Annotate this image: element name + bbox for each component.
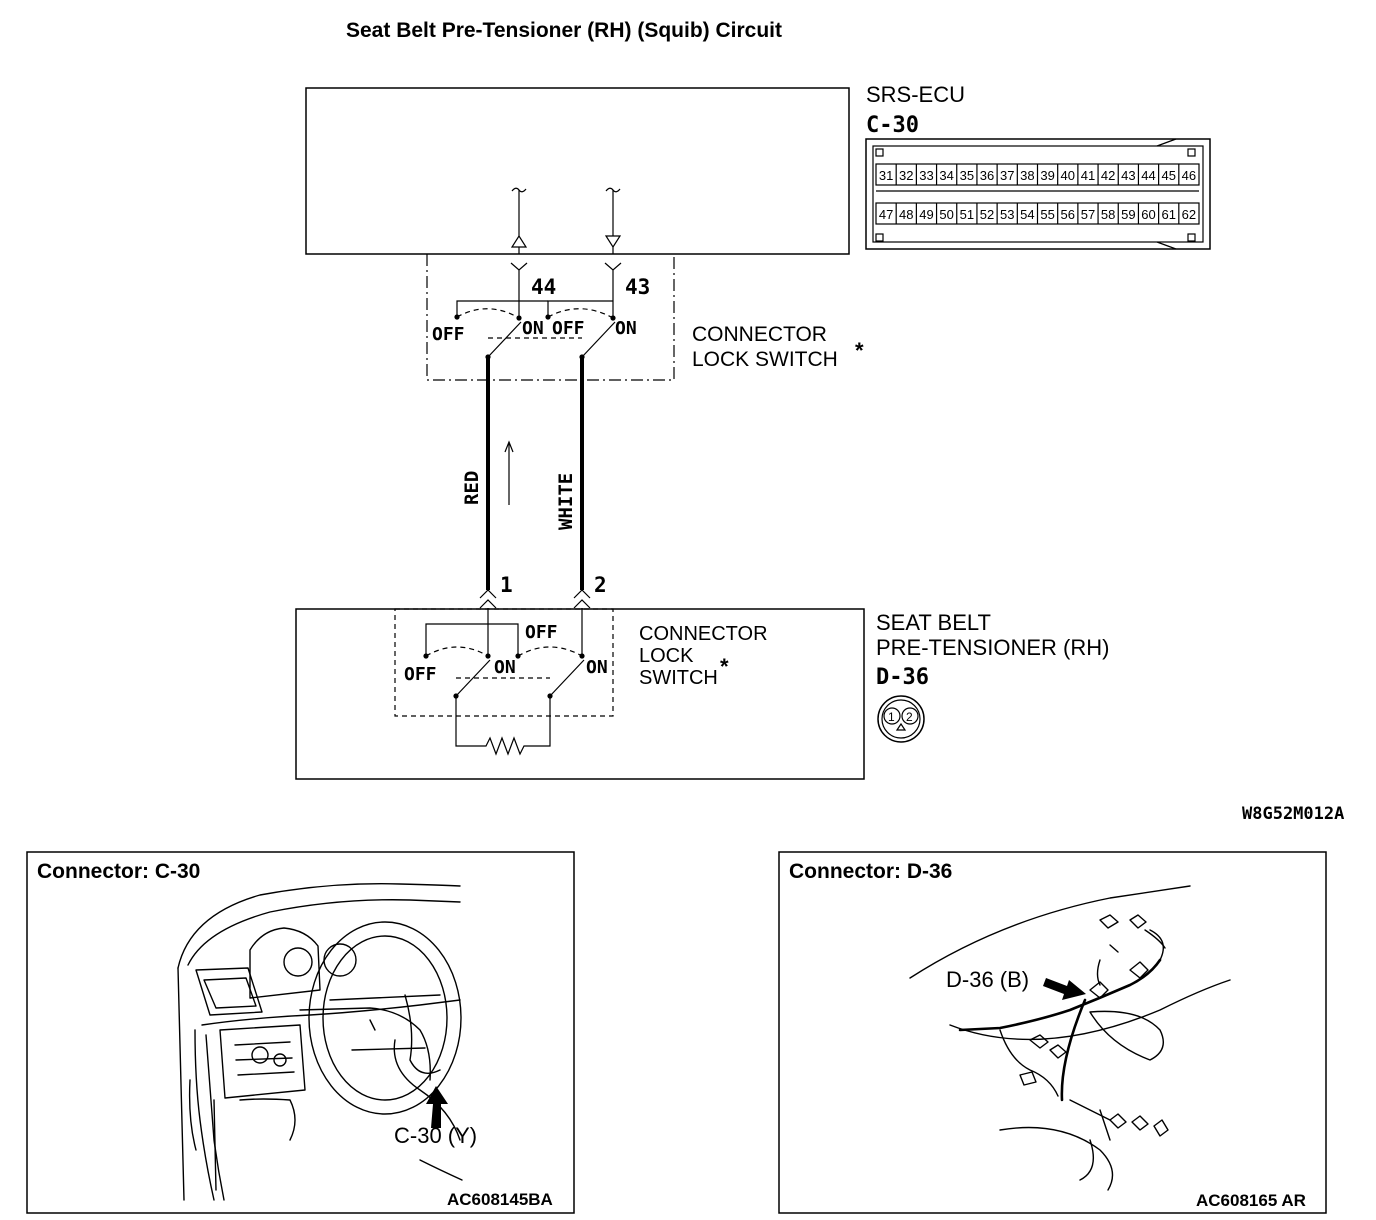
c30-pin-33: 33 — [919, 168, 933, 183]
c30-pin-62: 62 — [1182, 207, 1196, 222]
c30-pin-51: 51 — [960, 207, 974, 222]
c30-pin-41: 41 — [1081, 168, 1095, 183]
c30-pin-52: 52 — [980, 207, 994, 222]
c30-pin-53: 53 — [1000, 207, 1014, 222]
lower-switch-label-3: SWITCH — [639, 667, 718, 689]
c30-pin-39: 39 — [1040, 168, 1054, 183]
diagram-code: W8G52M012A — [1242, 804, 1344, 824]
c30-pin-42: 42 — [1101, 168, 1115, 183]
lower-on-left: ON — [494, 657, 516, 678]
c30-callout: C-30 (Y) — [394, 1123, 477, 1148]
upper-asterisk: * — [855, 338, 864, 363]
upper-on-right: ON — [615, 318, 637, 339]
c30-pin-46: 46 — [1182, 168, 1196, 183]
upper-on-left: ON — [522, 318, 544, 339]
current-direction-arrow — [504, 440, 514, 505]
panel-d36-title: Connector: D-36 — [789, 860, 952, 883]
lower-switch-label-2: LOCK — [639, 645, 694, 667]
c30-pin-31: 31 — [879, 168, 893, 183]
c30-pin-50: 50 — [939, 207, 953, 222]
upper-off-left: OFF — [432, 324, 465, 345]
c30-pin-row-bottom: 47 48 49 50 51 52 53 54 55 56 57 58 59 60 61 62 — [879, 203, 1196, 224]
srs-ecu-box — [305, 87, 850, 255]
c30-pin-58: 58 — [1101, 207, 1115, 222]
pin-2-label: 2 — [594, 573, 607, 597]
c30-pin-57: 57 — [1081, 207, 1095, 222]
panel-d36-code: AC608165 AR — [1196, 1191, 1306, 1210]
upper-off-right: OFF — [552, 318, 585, 339]
lower-off-left: OFF — [404, 664, 437, 685]
c30-pin-60: 60 — [1141, 207, 1155, 222]
pretensioner-label-2: PRE-TENSIONER (RH) — [876, 635, 1109, 660]
lower-switch-label-1: CONNECTOR — [639, 623, 768, 645]
pretensioner-label-1: SEAT BELT — [876, 610, 991, 635]
c30-pin-45: 45 — [1161, 168, 1175, 183]
c30-pin-row-top: 31 32 33 34 35 36 37 38 39 40 41 42 43 44 45 46 — [879, 164, 1196, 185]
c30-location-arrow — [426, 1086, 448, 1128]
panel-c30-code: AC608145BA — [447, 1190, 553, 1209]
pin-44-label: 44 — [531, 275, 556, 299]
c30-pin-43: 43 — [1121, 168, 1135, 183]
upper-switch-label-1: CONNECTOR — [692, 323, 827, 346]
pretensioner-connector-id: D-36 — [876, 665, 929, 690]
c30-pin-55: 55 — [1040, 207, 1054, 222]
ecu-internal-terminals — [510, 187, 622, 254]
lower-lock-switch — [423, 608, 585, 756]
d36-location-arrow — [1043, 978, 1086, 1000]
pretensioner-box — [295, 608, 865, 780]
lower-off-right: OFF — [525, 622, 558, 643]
srs-ecu-label: SRS-ECU — [866, 82, 965, 107]
upper-lock-switch — [426, 254, 675, 381]
d36-callout: D-36 (B) — [946, 967, 1029, 992]
c30-connector-face — [865, 138, 1211, 250]
white-wire-label: WHITE — [555, 473, 577, 530]
c30-pin-47: 47 — [879, 207, 893, 222]
c30-pin-36: 36 — [980, 168, 994, 183]
c30-pin-61: 61 — [1161, 207, 1175, 222]
c30-pin-34: 34 — [939, 168, 953, 183]
lower-lock-switch-box — [394, 608, 614, 717]
pin-43-label: 43 — [625, 275, 650, 299]
c30-pin-38: 38 — [1020, 168, 1034, 183]
d36-pin-1: 1 — [888, 710, 895, 724]
panel-c30-title: Connector: C-30 — [37, 860, 200, 883]
c30-pin-44: 44 — [1141, 168, 1155, 183]
c30-pin-49: 49 — [919, 207, 933, 222]
roof-rail-illustration — [909, 885, 1231, 1191]
panel-d36-frame — [778, 851, 1327, 1214]
diagram-title: Seat Belt Pre-Tensioner (RH) (Squib) Cir… — [346, 19, 782, 42]
panel-c30-frame — [26, 851, 575, 1214]
d36-connector-face: 1 2 — [877, 695, 925, 743]
upper-switch-label-2: LOCK SWITCH — [692, 348, 838, 371]
c30-pin-56: 56 — [1061, 207, 1075, 222]
dashboard-illustration — [177, 883, 463, 1201]
d36-pin-2: 2 — [906, 710, 913, 724]
c30-pin-48: 48 — [899, 207, 913, 222]
red-wire-label: RED — [461, 471, 483, 505]
pretensioner-connector-pins — [479, 589, 591, 609]
c30-pin-40: 40 — [1061, 168, 1075, 183]
c30-pin-37: 37 — [1000, 168, 1014, 183]
c30-pin-32: 32 — [899, 168, 913, 183]
c30-pin-59: 59 — [1121, 207, 1135, 222]
c30-pin-35: 35 — [960, 168, 974, 183]
lower-on-right: ON — [586, 657, 608, 678]
c30-pin-54: 54 — [1020, 207, 1034, 222]
lower-asterisk: * — [720, 654, 729, 679]
ecu-connector-id: C-30 — [866, 113, 919, 138]
pin-1-label: 1 — [500, 573, 513, 597]
